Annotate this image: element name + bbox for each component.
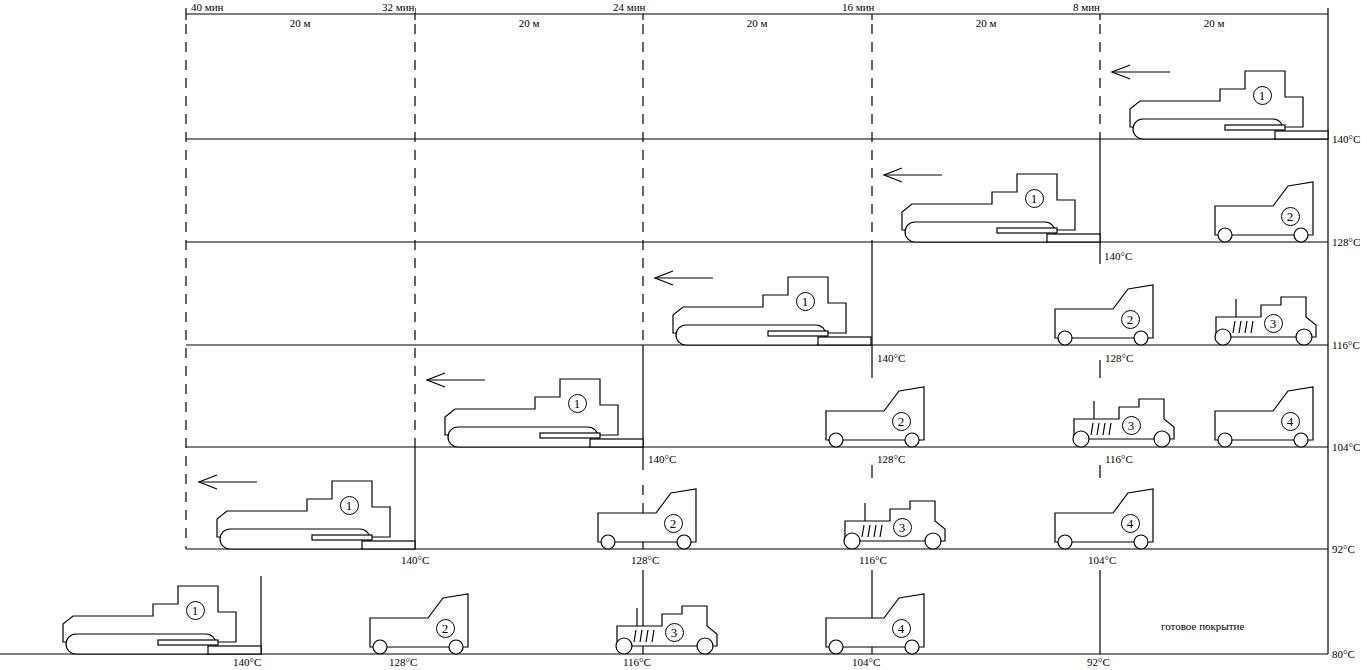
temperature-label: 140°C bbox=[232, 656, 262, 668]
temperature-label: 104°C bbox=[1331, 441, 1361, 453]
callout-number: 4 bbox=[1287, 415, 1294, 428]
temperature-label: 128°C bbox=[630, 554, 660, 566]
callout-circle: 4 bbox=[892, 619, 911, 638]
time-label: 24 мин bbox=[612, 1, 646, 13]
callout-circle: 2 bbox=[1121, 310, 1140, 329]
callout-circle: 1 bbox=[340, 496, 359, 515]
temperature-label: 128°C bbox=[1104, 352, 1134, 364]
callout-number: 3 bbox=[899, 521, 906, 534]
temperature-label: 92°C bbox=[1331, 543, 1356, 555]
temperature-label: 128°C bbox=[876, 453, 906, 465]
temperature-label: 140°C bbox=[876, 352, 906, 364]
callout-circle: 4 bbox=[1281, 412, 1300, 431]
callout-circle: 1 bbox=[796, 292, 815, 311]
temperature-label: 140°C bbox=[1103, 250, 1133, 262]
callout-number: 2 bbox=[1287, 210, 1294, 223]
callout-circle: 1 bbox=[568, 394, 587, 413]
callout-number: 4 bbox=[1127, 517, 1134, 530]
distance-label: 20 м bbox=[975, 17, 998, 29]
temperature-label: 92°C bbox=[1086, 656, 1111, 668]
callout-circle: 3 bbox=[1264, 314, 1283, 333]
distance-label: 20 м bbox=[289, 17, 312, 29]
callout-circle: 3 bbox=[893, 518, 912, 537]
temperature-label: 116°C bbox=[858, 554, 888, 566]
callout-circle: 4 bbox=[1121, 514, 1140, 533]
time-label: 40 мин bbox=[190, 1, 224, 13]
time-label: 8 мин bbox=[1072, 1, 1101, 13]
temperature-label: 80°C bbox=[1331, 648, 1356, 660]
callout-circle: 1 bbox=[1253, 86, 1272, 105]
temperature-label: 140°C bbox=[647, 453, 677, 465]
callout-number: 2 bbox=[442, 622, 449, 635]
callout-circle: 2 bbox=[436, 619, 455, 638]
temperature-label: 128°C bbox=[388, 656, 418, 668]
callout-number: 3 bbox=[1128, 419, 1135, 432]
callout-circle: 2 bbox=[664, 514, 683, 533]
callout-number: 1 bbox=[1259, 89, 1266, 102]
callout-circle: 1 bbox=[1025, 189, 1044, 208]
temperature-label: 104°C bbox=[851, 656, 881, 668]
callout-circle: 3 bbox=[1122, 416, 1141, 435]
callout-circle: 3 bbox=[665, 623, 684, 642]
distance-label: 20 м bbox=[518, 17, 541, 29]
callout-number: 3 bbox=[671, 626, 678, 639]
callout-number: 2 bbox=[1127, 313, 1134, 326]
time-label: 32 мин bbox=[381, 1, 415, 13]
callout-number: 1 bbox=[346, 499, 353, 512]
note: готовое покрытие bbox=[1160, 620, 1245, 632]
temperature-label: 140°C bbox=[1331, 133, 1361, 145]
callout-number: 1 bbox=[1031, 192, 1038, 205]
temperature-label: 116°C bbox=[622, 656, 652, 668]
callout-circle: 1 bbox=[186, 601, 205, 620]
callout-number: 2 bbox=[670, 517, 677, 530]
callout-number: 3 bbox=[1270, 317, 1277, 330]
callout-number: 4 bbox=[898, 622, 905, 635]
distance-label: 20 м bbox=[746, 17, 769, 29]
temperature-label: 116°C bbox=[1331, 339, 1361, 351]
callout-number: 1 bbox=[574, 397, 581, 410]
time-label: 16 мин bbox=[841, 1, 875, 13]
callout-circle: 2 bbox=[1281, 207, 1300, 226]
callout-number: 2 bbox=[898, 415, 905, 428]
callout-number: 1 bbox=[802, 295, 809, 308]
temperature-label: 128°C bbox=[1331, 236, 1361, 248]
temperature-label: 116°C bbox=[1104, 453, 1134, 465]
distance-label: 20 м bbox=[1203, 17, 1226, 29]
callout-number: 1 bbox=[192, 604, 199, 617]
temperature-label: 140°C bbox=[400, 554, 430, 566]
callout-circle: 2 bbox=[892, 412, 911, 431]
temperature-label: 104°C bbox=[1087, 554, 1117, 566]
